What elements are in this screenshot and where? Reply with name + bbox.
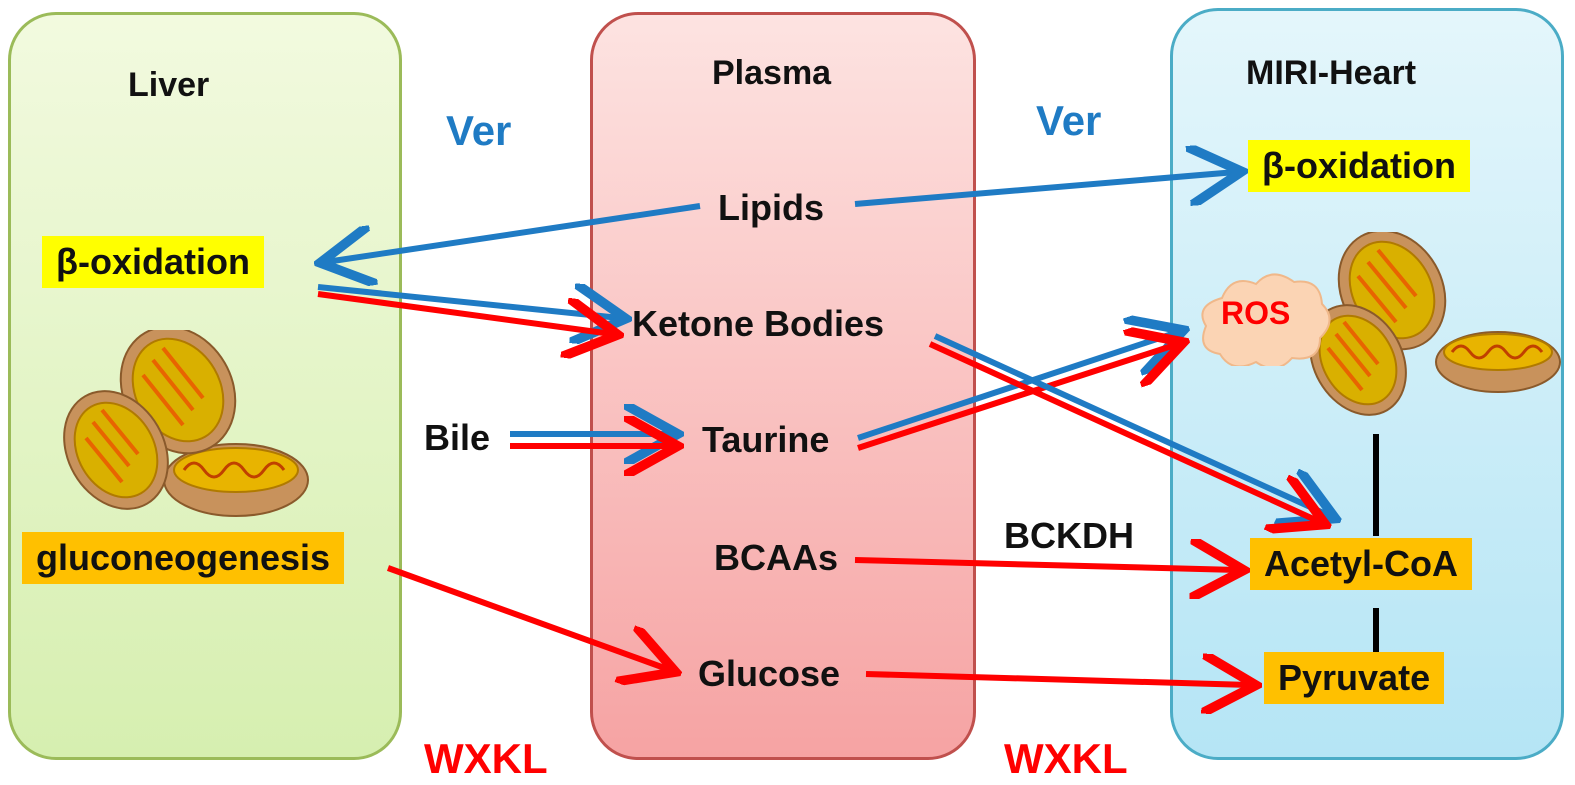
heart-title: MIRI-Heart [1246, 54, 1417, 92]
liver-beta-oxidation-box: β-oxidation [42, 236, 264, 288]
ros-cloud-icon [1201, 273, 1331, 366]
liver-mitochondria-image [63, 330, 309, 517]
arrow-lipids-to-liver [326, 203, 701, 262]
gluconeogenesis-box: gluconeogenesis [22, 532, 345, 584]
heart-mitochondria-image [1309, 232, 1561, 416]
pyruvate-box: Pyruvate [1264, 652, 1445, 704]
arrow-bcaas-acetyl [854, 560, 1238, 570]
wxkl-label-left: WXKL [424, 735, 548, 782]
ketone-bodies-label: Ketone Bodies [632, 303, 885, 344]
lipids-label: Lipids [718, 187, 824, 228]
glucose-label: Glucose [698, 653, 841, 694]
bcaas-label: BCAAs [714, 537, 839, 578]
ver-label-left: Ver [446, 107, 512, 154]
wxkl-label-right: WXKL [1004, 735, 1128, 782]
bckdh-label: BCKDH [1004, 515, 1134, 556]
bile-label: Bile [424, 417, 491, 458]
taurine-label: Taurine [702, 419, 830, 460]
arrow-gluconeogenesis-glucose [386, 565, 670, 670]
arrow-taurine-ros-red [857, 344, 1178, 451]
ver-label-right: Ver [1036, 97, 1102, 144]
arrow-liver-ketone-red [317, 291, 612, 334]
plasma-title: Plasma [712, 54, 832, 92]
acetyl-coa-box: Acetyl-CoA [1250, 538, 1473, 590]
ros-label: ROS [1221, 295, 1291, 331]
heart-beta-oxidation-box: β-oxidation [1248, 140, 1470, 192]
arrow-ketone-acetyl-red [928, 341, 1320, 522]
liver-title: Liver [128, 66, 210, 104]
arrow-glucose-pyruvate [865, 674, 1250, 685]
arrow-lipids-to-heart [854, 172, 1236, 207]
